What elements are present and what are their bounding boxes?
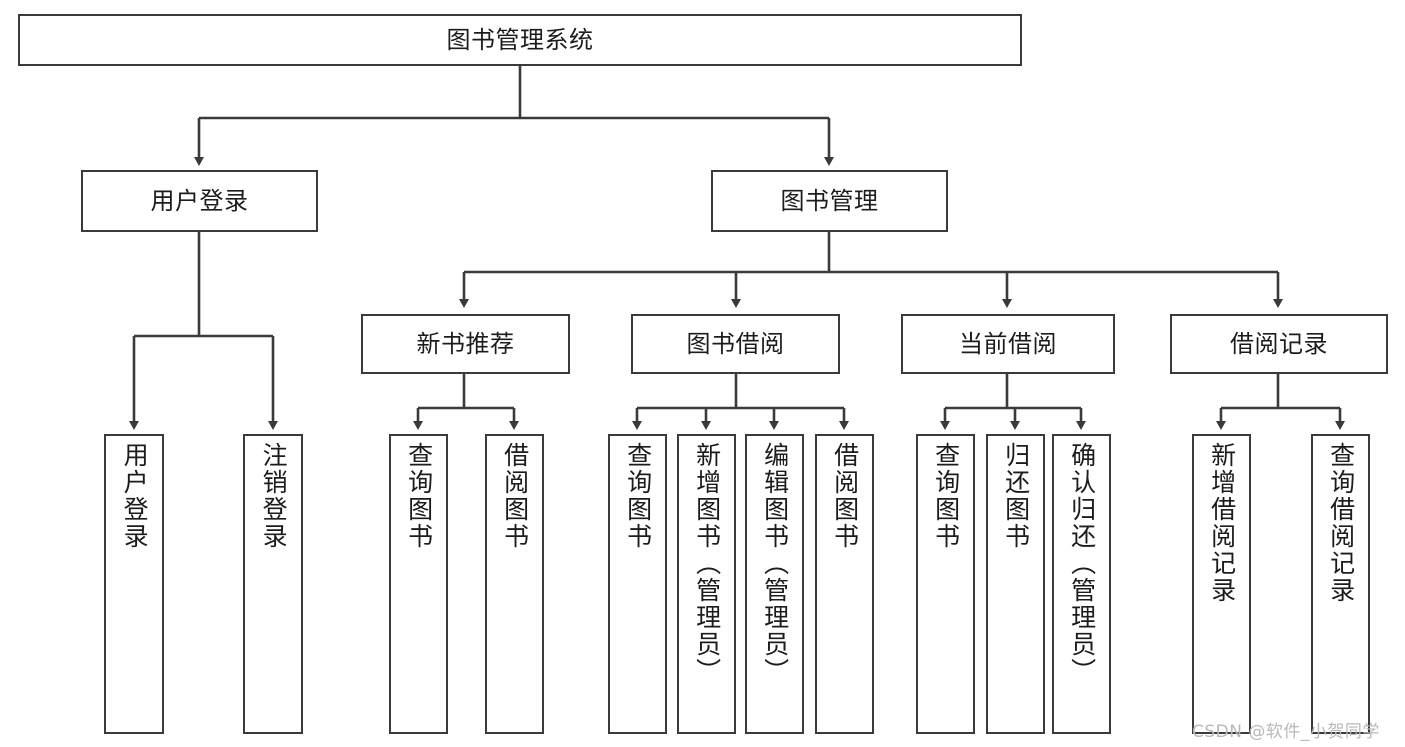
leaf-new-book-borrow[interactable]: 借阅图书 — [485, 434, 544, 734]
node-label: 查询图书 — [931, 442, 961, 550]
node-label: 借阅图书 — [830, 442, 860, 550]
leaf-borrow-record-add[interactable]: 新增借阅记录 — [1192, 434, 1251, 734]
node-label: 用户登录 — [150, 186, 249, 215]
leaf-book-borrow-borrow[interactable]: 借阅图书 — [815, 434, 874, 734]
node-new-book-recommend[interactable]: 新书推荐 — [361, 314, 570, 374]
node-root-book-management-system[interactable]: 图书管理系统 — [18, 14, 1022, 66]
node-label: 注销登录 — [259, 442, 289, 550]
node-label: 新书推荐 — [416, 329, 515, 358]
leaf-current-borrow-query[interactable]: 查询图书 — [916, 434, 975, 734]
leaf-user-login-logout[interactable]: 注销登录 — [243, 434, 303, 734]
node-label: 归还图书 — [1001, 442, 1031, 550]
node-user-login[interactable]: 用户登录 — [81, 170, 318, 232]
leaf-book-borrow-query[interactable]: 查询图书 — [608, 434, 667, 734]
node-label: 当前借阅 — [959, 329, 1057, 358]
node-label: 查询图书 — [623, 442, 653, 550]
leaf-book-borrow-add-admin[interactable]: 新增图书（管理员） — [677, 434, 736, 734]
node-label: 借阅记录 — [1230, 329, 1328, 358]
node-label: 图书管理系统 — [446, 25, 594, 54]
node-label: 编辑图书（管理员） — [760, 442, 790, 685]
leaf-book-borrow-edit-admin[interactable]: 编辑图书（管理员） — [745, 434, 804, 734]
node-label: 确认归还（管理员） — [1067, 442, 1097, 685]
node-label: 新增图书（管理员） — [692, 442, 722, 685]
node-label: 查询图书 — [404, 442, 434, 550]
leaf-new-book-query[interactable]: 查询图书 — [389, 434, 448, 734]
node-label: 查询借阅记录 — [1326, 442, 1356, 604]
leaf-borrow-record-query[interactable]: 查询借阅记录 — [1311, 434, 1370, 734]
leaf-current-borrow-return[interactable]: 归还图书 — [986, 434, 1045, 734]
node-borrow-record[interactable]: 借阅记录 — [1170, 314, 1388, 374]
leaf-user-login-login[interactable]: 用户登录 — [104, 434, 164, 734]
node-label: 新增借阅记录 — [1207, 442, 1237, 604]
node-label: 图书借阅 — [686, 329, 785, 358]
node-book-management[interactable]: 图书管理 — [711, 170, 948, 232]
node-label: 借阅图书 — [500, 442, 530, 550]
leaf-current-borrow-confirm-admin[interactable]: 确认归还（管理员） — [1052, 434, 1111, 734]
node-current-borrow[interactable]: 当前借阅 — [901, 314, 1115, 374]
node-label: 图书管理 — [780, 186, 879, 215]
node-book-borrow[interactable]: 图书借阅 — [631, 314, 840, 374]
node-label: 用户登录 — [120, 442, 150, 550]
